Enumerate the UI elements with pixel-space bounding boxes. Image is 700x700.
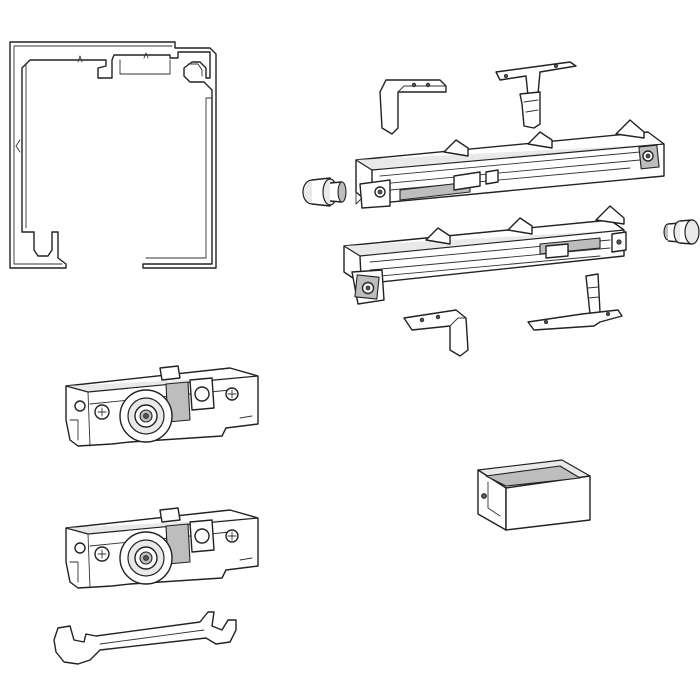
upper-mounting-bracket <box>379 79 447 135</box>
upper-soft-close-damper <box>355 119 665 209</box>
floor-guide <box>477 459 591 531</box>
roller-carriage <box>65 507 259 589</box>
lower-mounting-bracket <box>403 309 469 357</box>
lower-soft-close-damper <box>343 205 627 305</box>
wrench <box>53 611 237 665</box>
left-end-cap <box>302 177 347 207</box>
lower-t-stopper-bracket <box>527 273 623 331</box>
right-end-cap <box>663 219 700 245</box>
aluminium-track-profile <box>9 41 217 269</box>
roller-carriage <box>65 365 259 447</box>
upper-t-stopper-bracket <box>495 61 577 129</box>
